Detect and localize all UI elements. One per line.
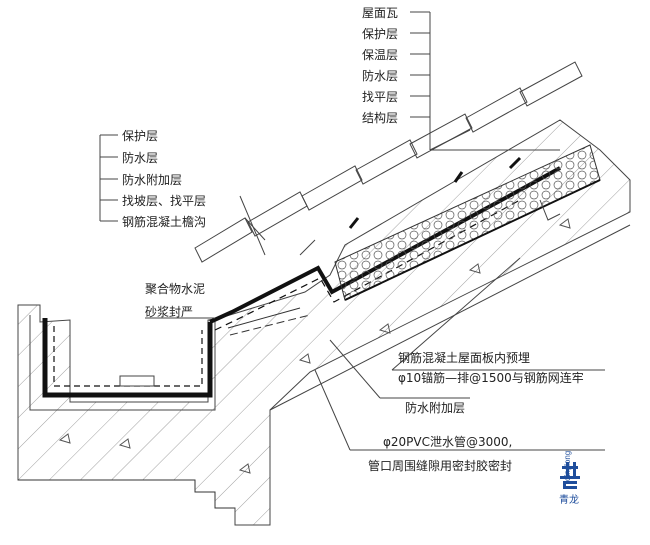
label-left-protect: 保护层 (122, 129, 158, 143)
label-left-slope: 找坡层、找平层 (122, 194, 206, 208)
mortar-note-line1: 聚合物水泥 (145, 281, 205, 296)
label-leveling-layer: 找平层 (362, 90, 398, 104)
leaders-right (145, 257, 605, 451)
logo-mark-icon (560, 462, 580, 489)
label-tile: 屋面瓦 (362, 6, 398, 20)
insulation-layer (334, 144, 601, 301)
anchor-bar (227, 307, 311, 336)
note-pvc-line1: φ20PVC泄水管@3000, (383, 434, 512, 449)
note-waterproof-add: 防水附加层 (405, 400, 465, 415)
mortar-note: 聚合物水泥 砂浆封严 (145, 281, 205, 319)
logo-latin: qinglong (563, 451, 572, 481)
label-left-gutter: 钢筋混凝土檐沟 (122, 214, 206, 229)
label-insulation-layer: 保温层 (362, 48, 398, 62)
label-protect-layer: 保护层 (362, 27, 398, 41)
roof-tiles (194, 61, 583, 263)
label-structure-layer: 结构层 (362, 110, 398, 125)
note-pvc-line2: 管口周围缝隙用密封胶密封 (368, 458, 512, 473)
label-waterproof-layer: 防水层 (362, 68, 398, 83)
mortar-note-line2: 砂浆封严 (145, 304, 193, 319)
leaders-top-right (410, 11, 560, 151)
gutter-waterproof-membrane (42, 318, 213, 398)
note-embedded: 钢筋混凝土屋面板内预埋 (398, 350, 530, 365)
concrete-markers (58, 218, 571, 474)
labels-top-right: 屋面瓦 保护层 保温层 防水层 找平层 结构层 (362, 6, 398, 125)
logo-cn: 青龙 (559, 493, 579, 506)
qinglong-logo: qinglong 青龙 (559, 451, 580, 506)
labels-left: 保护层 防水层 防水附加层 找坡层、找平层 钢筋混凝土檐沟 (122, 129, 206, 229)
right-notes: 钢筋混凝土屋面板内预埋 φ10锚筋—排@1500与钢筋网连牢 防水附加层 φ20… (368, 350, 584, 473)
label-left-waterproof-add: 防水附加层 (122, 172, 182, 187)
gutter-outlet (119, 375, 155, 387)
leaders-left (99, 134, 266, 256)
note-anchor: φ10锚筋—排@1500与钢筋网连牢 (398, 370, 584, 385)
label-left-waterproof: 防水层 (122, 150, 158, 165)
